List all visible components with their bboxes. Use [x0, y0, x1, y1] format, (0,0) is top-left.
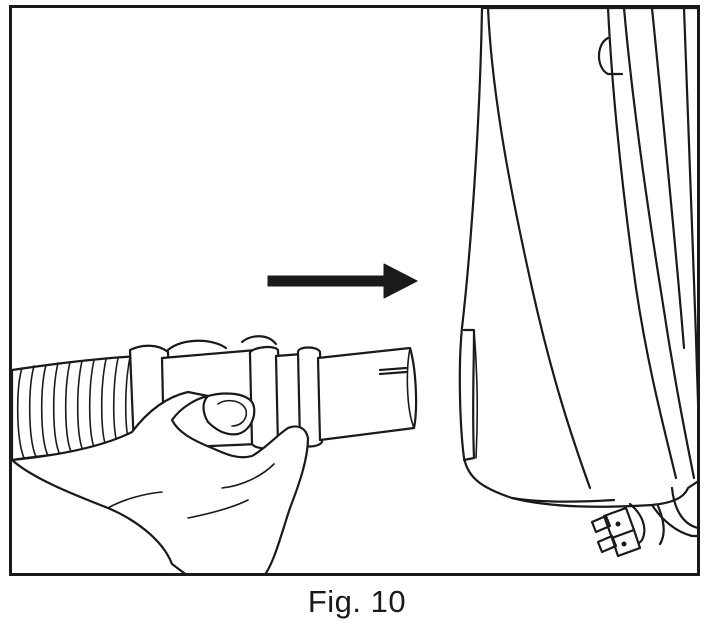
figure-caption: Fig. 10	[307, 584, 407, 619]
direction-arrow-icon	[267, 263, 418, 299]
power-plug	[590, 506, 642, 558]
figure-illustration	[12, 8, 697, 573]
dehumidifier-unit	[458, 8, 697, 548]
hand	[12, 390, 310, 573]
figure-frame	[9, 5, 700, 576]
